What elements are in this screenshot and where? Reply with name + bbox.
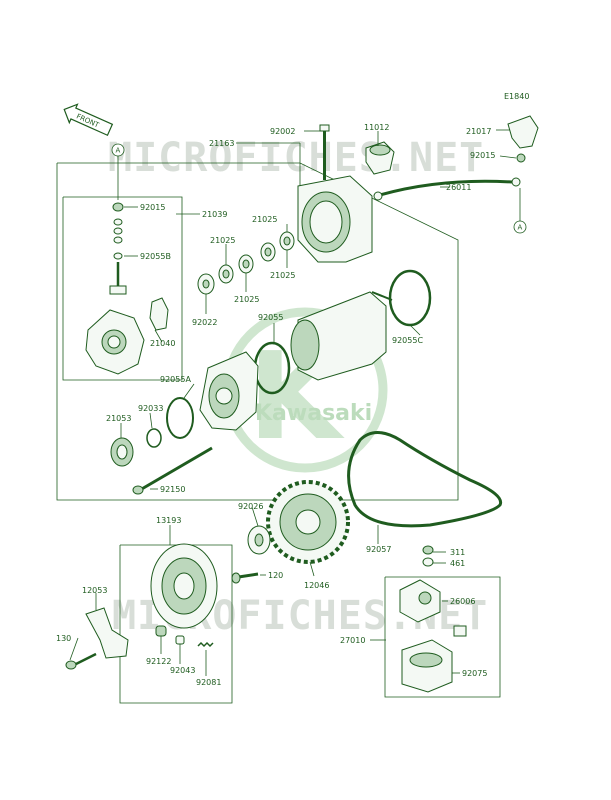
circlip-92033: [146, 428, 162, 448]
nut-92015-right: [516, 153, 526, 163]
label-92055: 92055: [258, 313, 283, 322]
washer-21025-b: [260, 242, 276, 262]
relay-box: [384, 576, 501, 698]
label-26011: 26011: [446, 183, 471, 192]
starter-front-cover: [199, 351, 259, 431]
leader-lines: [69, 129, 517, 676]
washer-461: [422, 557, 434, 567]
label-92015-left: 92015: [140, 203, 165, 212]
starter-yoke: [290, 291, 393, 381]
label-11012: 11012: [364, 123, 389, 132]
label-130: 130: [56, 634, 71, 643]
label-92055a: 92055A: [160, 375, 191, 384]
bolt-92002: [319, 124, 330, 180]
label-21025-d: 21025: [234, 295, 259, 304]
label-92015-right: 92015: [470, 151, 495, 160]
front-arrow-icon: [63, 103, 114, 137]
nut-stack-92015: [109, 202, 127, 295]
label-21053: 21053: [106, 414, 131, 423]
washer-21025-d: [218, 264, 234, 284]
lead-wire-26011: [373, 177, 521, 201]
label-92022: 92022: [192, 318, 217, 327]
roller-92122: [155, 625, 167, 637]
label-311: 311: [450, 548, 465, 557]
label-92055c: 92055C: [392, 336, 423, 345]
label-120: 120: [268, 571, 283, 580]
label-12053: 12053: [82, 586, 107, 595]
starter-end-cover: [297, 175, 373, 263]
label-92075: 92075: [462, 669, 487, 678]
label-12046: 12046: [304, 581, 329, 590]
label-92122: 92122: [146, 657, 171, 666]
label-92055b: 92055B: [140, 252, 171, 261]
label-21017: 21017: [466, 127, 491, 136]
washer-21025-c: [238, 254, 254, 274]
pin-92043: [175, 635, 185, 645]
label-21025-a: 21025: [252, 215, 277, 224]
relay-cover-92075: [401, 639, 453, 693]
starter-assembly-box: [56, 162, 459, 501]
label-92026: 92026: [238, 502, 263, 511]
long-bolt-92150: [132, 446, 213, 495]
diagram-code: E1840: [504, 92, 529, 101]
brush-spring-21040: [149, 297, 169, 331]
svg-text:A: A: [518, 224, 523, 232]
washer-92022: [197, 273, 215, 295]
terminal-cap: [365, 141, 395, 175]
label-92002: 92002: [270, 127, 295, 136]
label-21025-b: 21025: [210, 236, 235, 245]
nut-311: [422, 545, 434, 555]
o-ring-92055a: [166, 397, 194, 439]
label-92057: 92057: [366, 545, 391, 554]
sprocket-12046: [266, 480, 350, 564]
label-21163: 21163: [209, 139, 234, 148]
label-13193: 13193: [156, 516, 181, 525]
label-21040: 21040: [150, 339, 175, 348]
spring-92081: [197, 641, 214, 648]
ref-marker-a-right: A: [513, 220, 527, 234]
label-21039: 21039: [202, 210, 227, 219]
svg-text:A: A: [116, 147, 121, 155]
ref-marker-a-left: A: [111, 143, 125, 157]
label-27010: 27010: [340, 636, 365, 645]
starter-clutch-13193: [150, 543, 218, 629]
washer-21025-a: [279, 231, 295, 251]
label-461: 461: [450, 559, 465, 568]
boot-21017: [507, 115, 539, 149]
label-21025-c: 21025: [270, 271, 295, 280]
bolt-130: [65, 652, 97, 670]
label-26006: 26006: [450, 597, 475, 606]
logo-text: Kawasaki: [255, 401, 372, 426]
o-ring-92055c: [388, 269, 432, 327]
brush-holder-box: [62, 196, 183, 381]
chain-92057: [347, 431, 503, 528]
bolt-120: [231, 572, 259, 584]
starter-relay-26006: [399, 579, 441, 623]
bracket-12053: [85, 607, 129, 659]
label-92043: 92043: [170, 666, 195, 675]
label-92081: 92081: [196, 678, 221, 687]
washer-92026: [247, 525, 271, 555]
label-92033: 92033: [138, 404, 163, 413]
brush-plate-21039: [85, 309, 145, 375]
watermark-top: MICROFICHES.NET: [108, 135, 484, 181]
gear-21053: [110, 437, 134, 467]
front-arrow: FRONT: [63, 103, 114, 137]
label-92150: 92150: [160, 485, 185, 494]
fuse: [453, 625, 467, 637]
